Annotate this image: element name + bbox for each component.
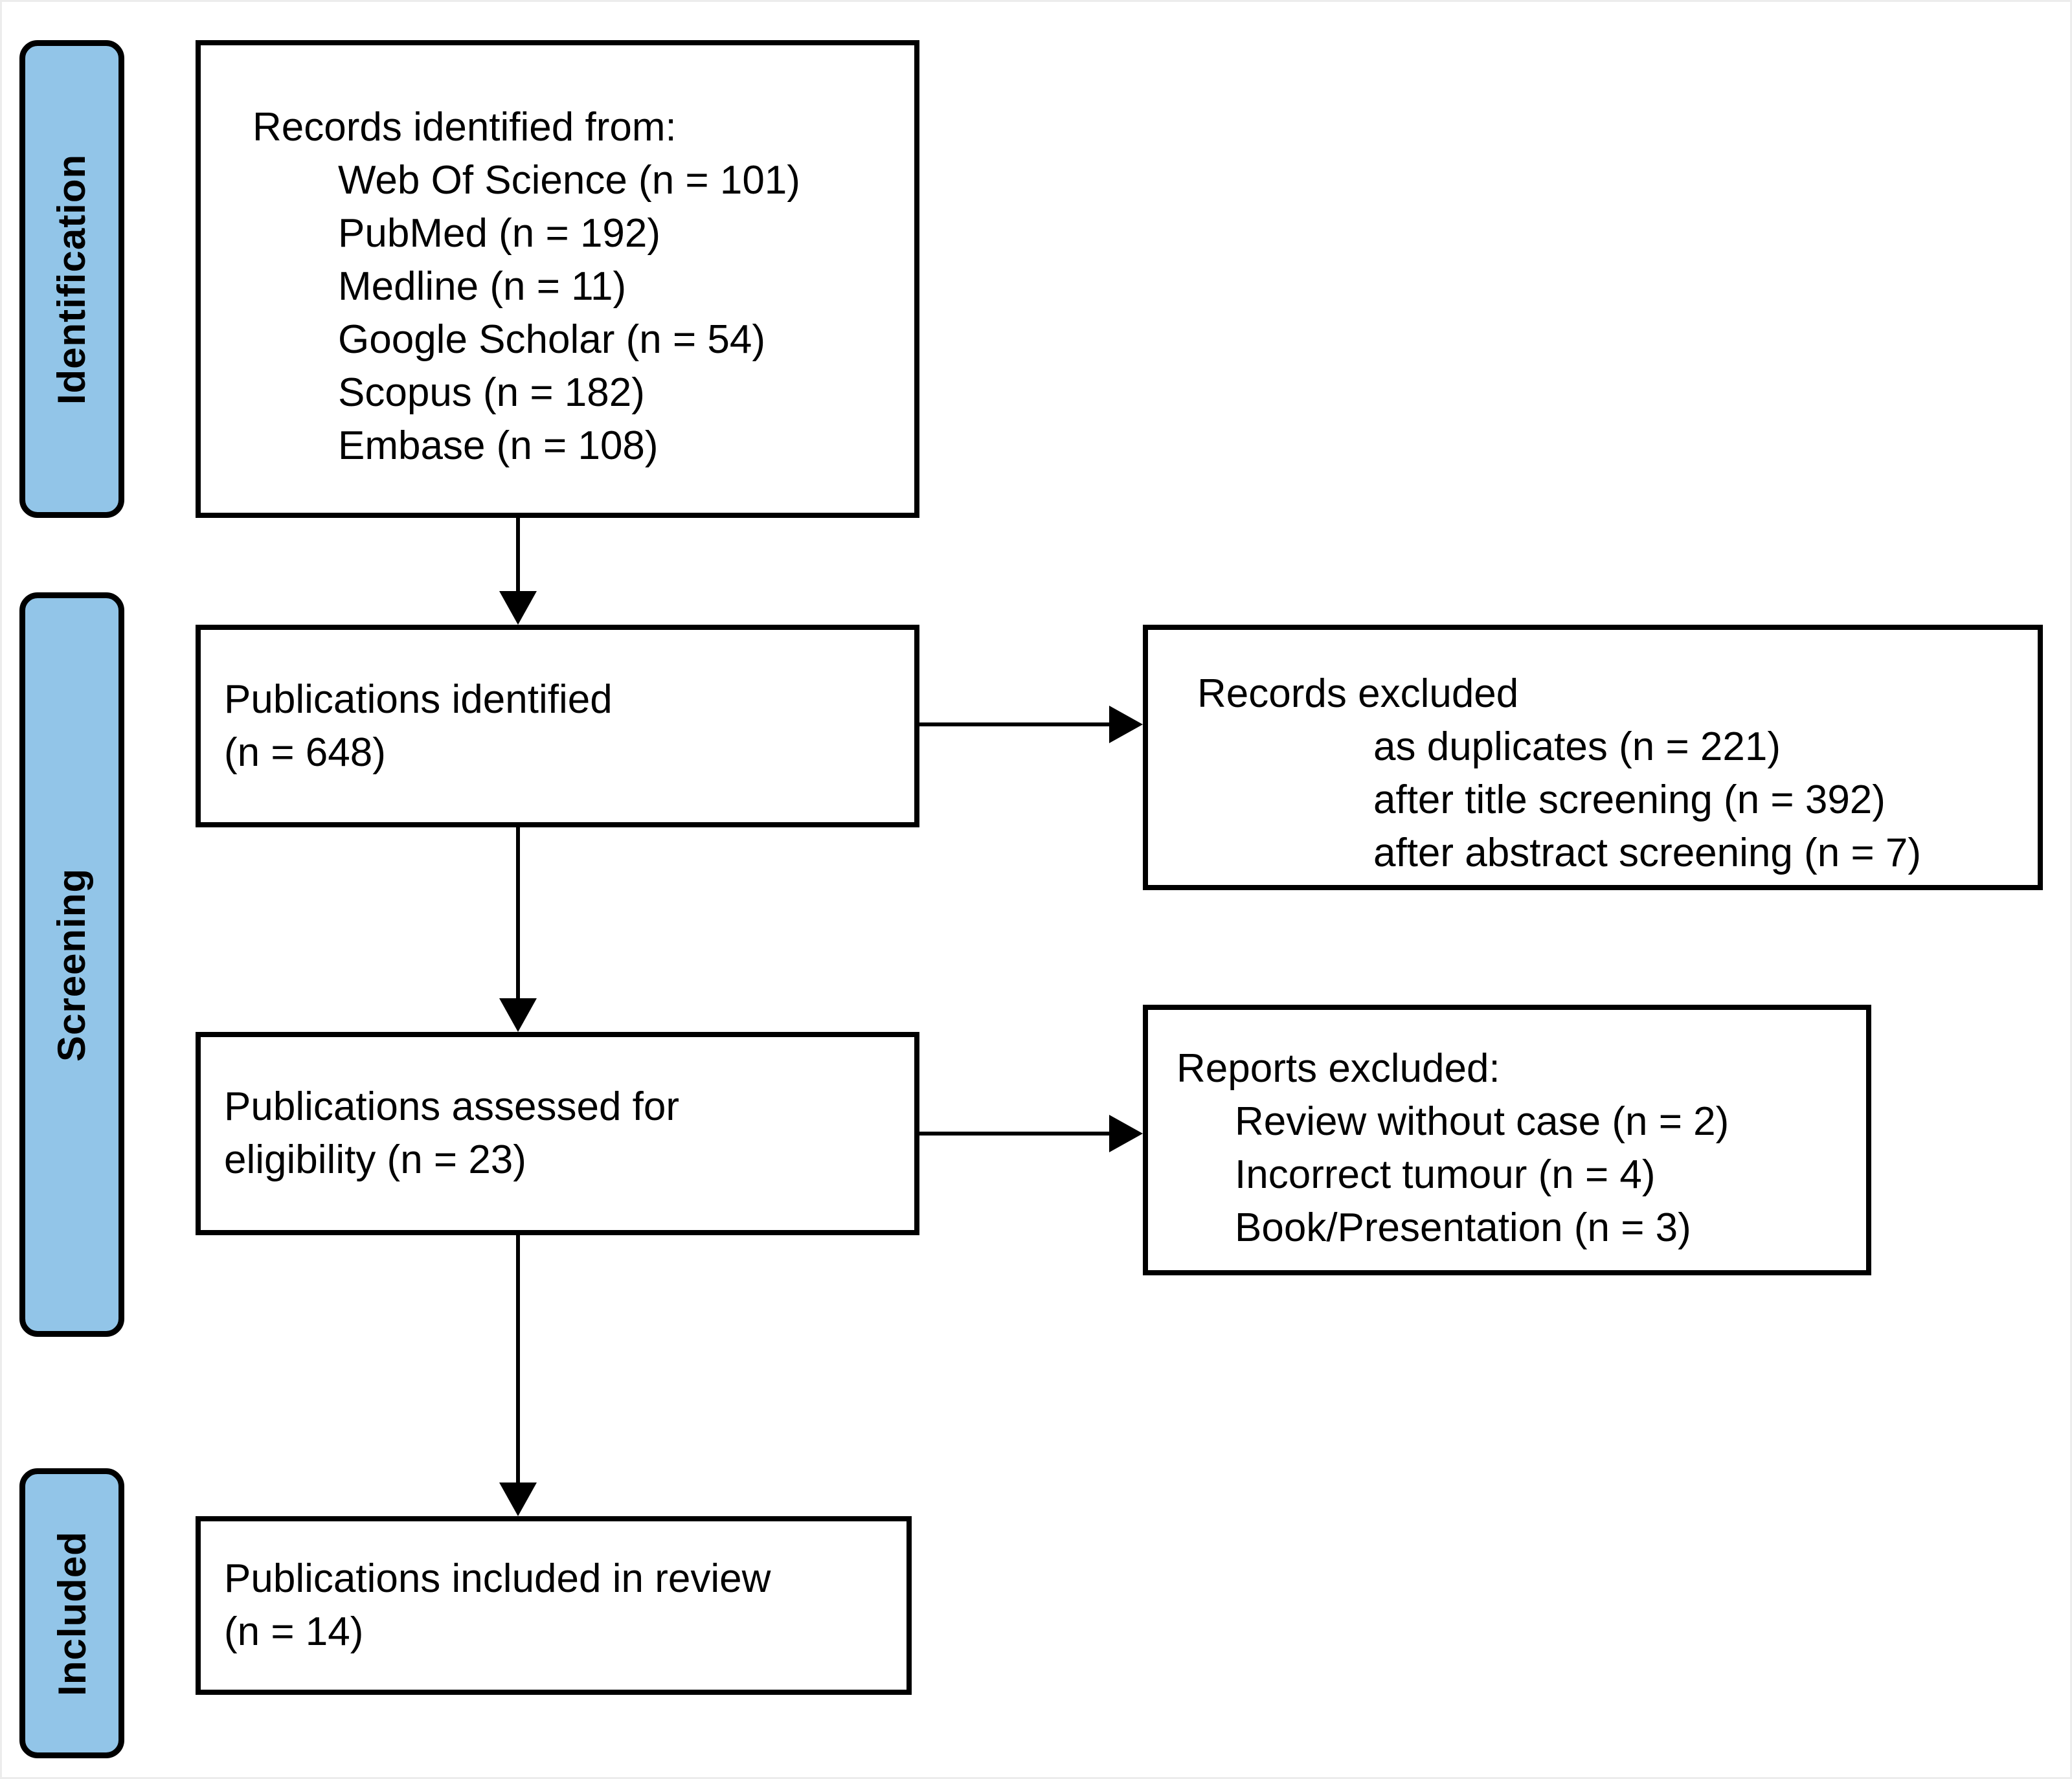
arrow-to-reports-excluded (919, 1115, 1143, 1152)
reports-excluded-reason-list: Review without case (n = 2) Incorrect tu… (1177, 1095, 1858, 1255)
stage-identification: Identification (19, 40, 124, 518)
list-item: PubMed (n = 192) (338, 211, 661, 256)
box-records-identified: Records identified from: Web Of Science … (196, 40, 919, 518)
box-publications-assessed-line1: Publications assessed for (224, 1084, 680, 1129)
arrow-down-icon (499, 1482, 537, 1516)
arrow-to-records-excluded (919, 706, 1143, 743)
list-item: Scopus (n = 182) (338, 370, 645, 415)
arrow-stem (919, 1132, 1113, 1136)
list-item: Google Scholar (n = 54) (338, 317, 765, 362)
arrow-down-icon (499, 998, 537, 1032)
list-item: Review without case (n = 2) (1235, 1099, 1729, 1144)
arrow-down-icon (499, 591, 537, 625)
stage-included: Included (19, 1468, 124, 1758)
list-item: Web Of Science (n = 101) (338, 158, 800, 203)
box-publications-assessed-line2: eligibility (n = 23) (224, 1137, 526, 1182)
box-publications-included-line2: (n = 14) (224, 1609, 364, 1654)
arrow-stem (919, 722, 1113, 726)
arrow-identified-to-assessed (499, 827, 537, 1032)
box-publications-included: Publications included in review (n = 14) (196, 1516, 912, 1695)
box-publications-identified: Publications identified (n = 648) (196, 625, 919, 827)
list-item: Embase (n = 108) (338, 423, 659, 468)
arrow-identified-to-screening (499, 518, 537, 625)
box-records-identified-title: Records identified from: (253, 105, 677, 150)
arrow-right-icon (1109, 1115, 1143, 1152)
stage-screening: Screening (19, 592, 124, 1337)
box-records-excluded: Records excluded as duplicates (n = 221)… (1143, 625, 2043, 890)
list-item: after title screening (n = 392) (1373, 778, 1886, 822)
box-publications-identified-line2: (n = 648) (224, 730, 386, 775)
list-item: Book/Presentation (n = 3) (1235, 1205, 1691, 1250)
records-excluded-reason-list: as duplicates (n = 221) after title scre… (1197, 721, 2030, 880)
stage-identification-label: Identification (50, 153, 94, 405)
stage-included-label: Included (50, 1530, 94, 1696)
list-item: Medline (n = 11) (338, 264, 627, 309)
arrow-right-icon (1109, 706, 1143, 743)
arrow-assessed-to-included (499, 1235, 537, 1516)
box-publications-assessed: Publications assessed for eligibility (n… (196, 1032, 919, 1235)
arrow-stem (516, 518, 520, 595)
stage-screening-label: Screening (50, 867, 94, 1062)
arrow-stem (516, 1235, 520, 1486)
arrow-stem (516, 827, 520, 1002)
list-item: Incorrect tumour (n = 4) (1235, 1152, 1656, 1197)
box-reports-excluded-title: Reports excluded: (1177, 1046, 1500, 1091)
box-publications-included-line1: Publications included in review (224, 1556, 771, 1601)
records-identified-source-list: Web Of Science (n = 101) PubMed (n = 192… (253, 154, 904, 473)
box-records-excluded-title: Records excluded (1197, 671, 1519, 716)
box-publications-identified-line1: Publications identified (224, 677, 613, 722)
list-item: as duplicates (n = 221) (1373, 724, 1781, 769)
box-reports-excluded: Reports excluded: Review without case (n… (1143, 1005, 1871, 1275)
list-item: after abstract screening (n = 7) (1373, 831, 1922, 875)
